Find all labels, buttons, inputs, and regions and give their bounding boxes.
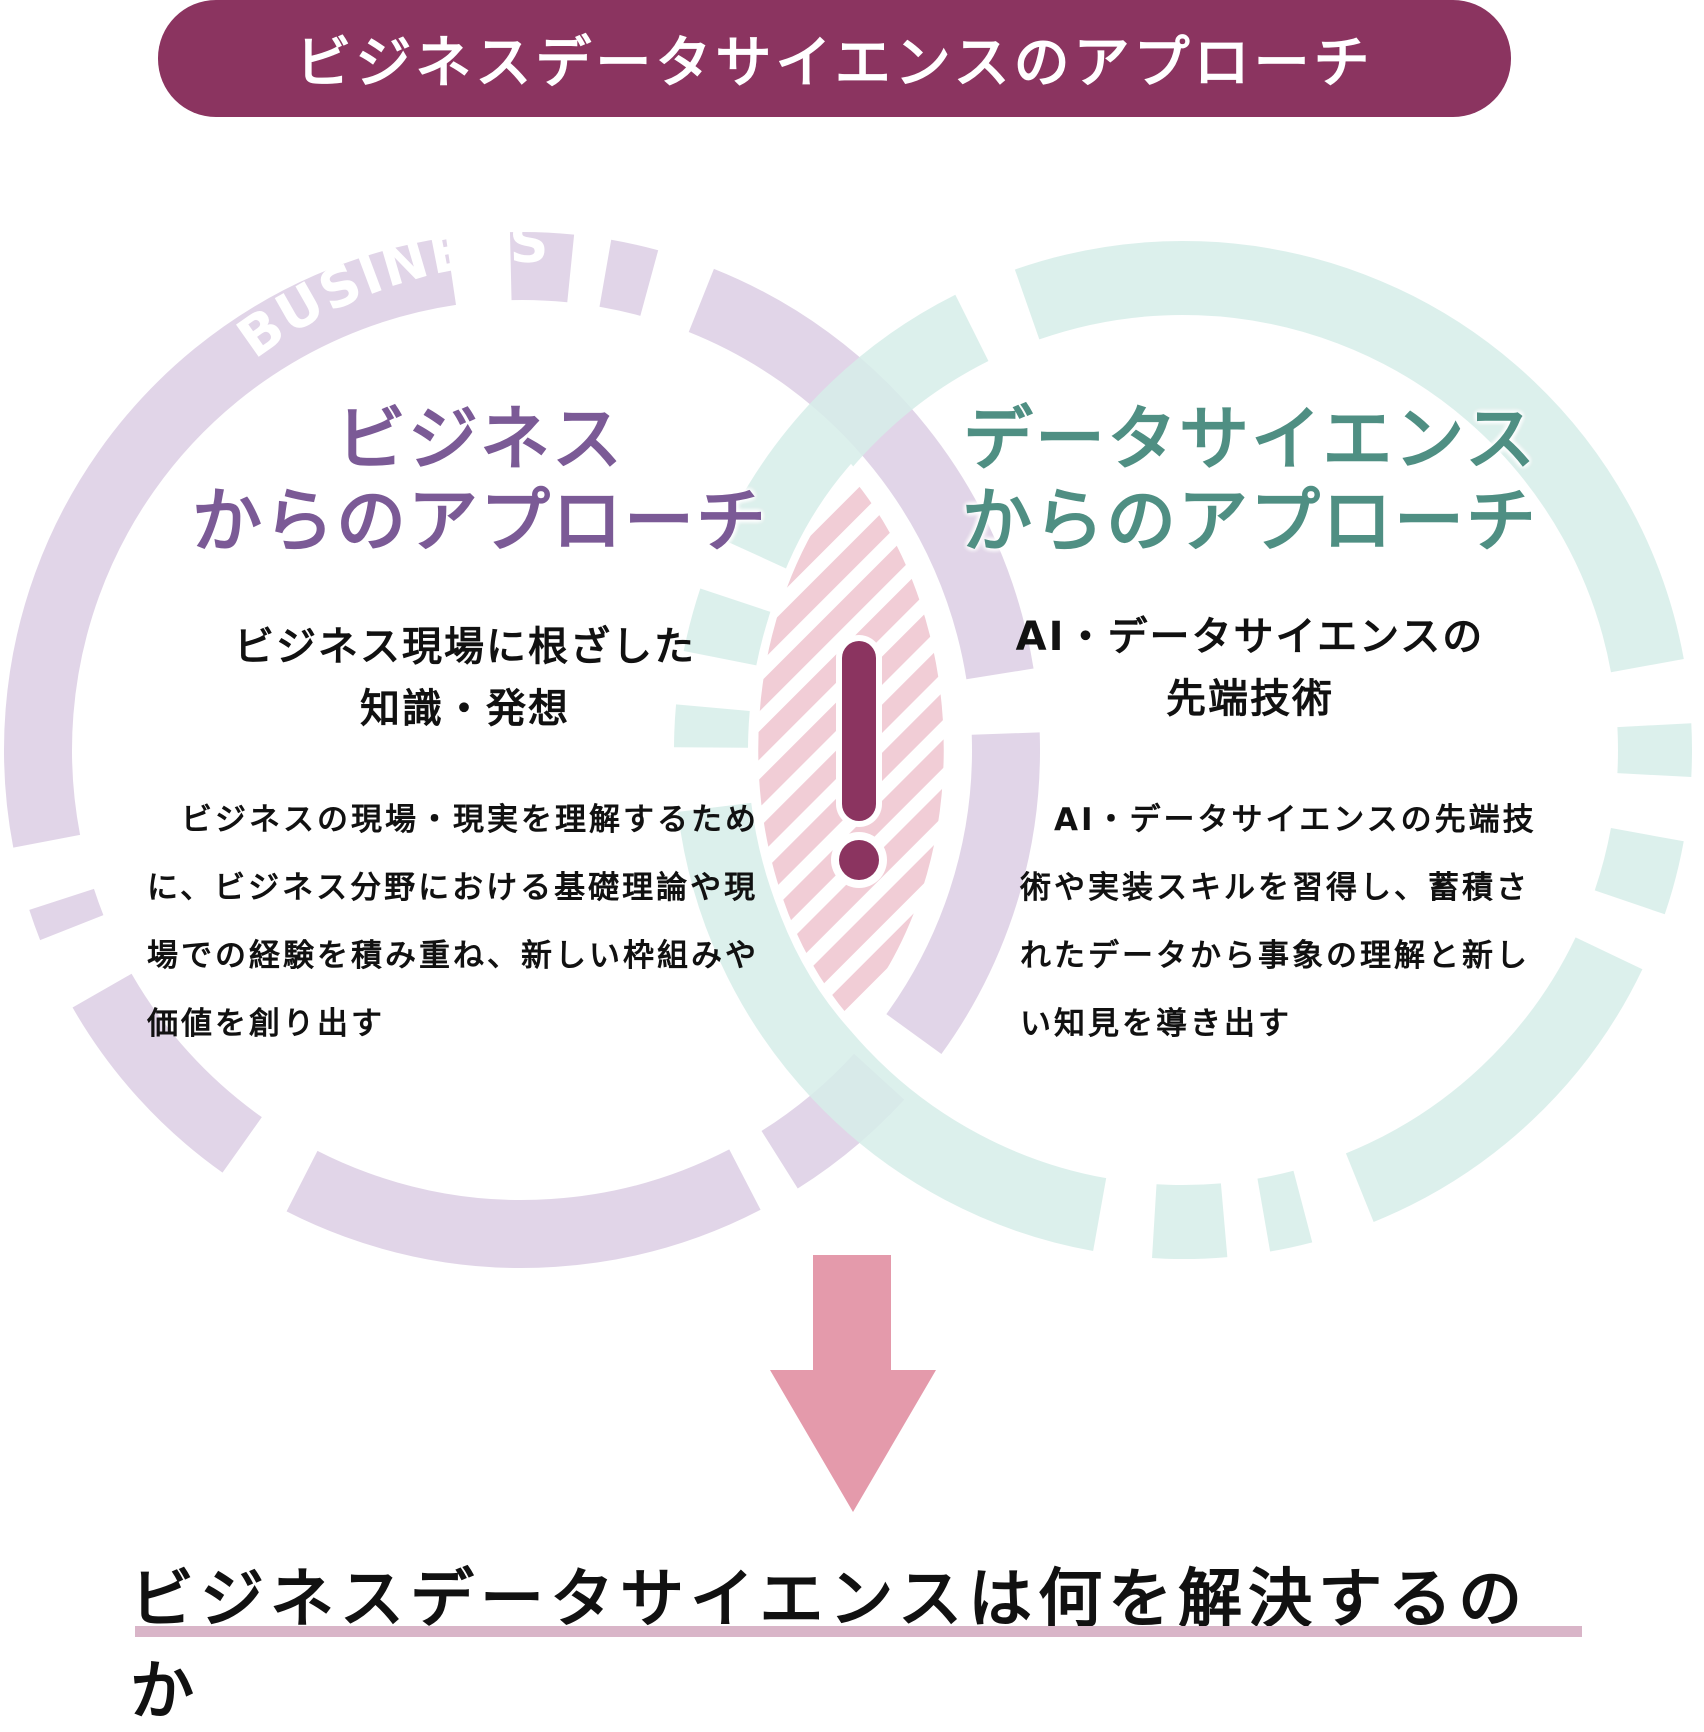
business-heading: ビジネス からのアプローチ	[160, 398, 800, 562]
business-heading-line1: ビジネス	[336, 398, 624, 480]
arrow-down-icon	[770, 1255, 936, 1512]
data-science-heading-line2: からのアプローチ	[962, 480, 1538, 562]
data-science-heading: データサイエンス からのアプローチ	[940, 398, 1560, 562]
business-subheading-line1: ビジネス現場に根ざした	[234, 624, 696, 670]
conclusion-text: ビジネスデータサイエンスは何を解決するのか	[130, 1563, 1529, 1729]
data-science-ring	[674, 240, 1692, 1259]
data-science-description: AI・データサイエンスの先端技術や実装スキルを習得し、蓄積されたデータから事象の…	[1020, 802, 1537, 1042]
data-science-subheading: AI・データサイエンスの 先端技術	[960, 606, 1540, 730]
conclusion-underline	[135, 1626, 1582, 1637]
business-heading-line2: からのアプローチ	[192, 480, 768, 562]
business-ring	[4, 232, 1040, 1268]
business-description: ビジネスの現場・現実を理解するために、ビジネス分野における基礎理論や現場での経験…	[147, 802, 759, 1042]
venn-diagram: BUSINESS	[4, 211, 1692, 1512]
business-subheading-line2: 知識・発想	[360, 686, 570, 732]
data-science-heading-line1: データサイエンス	[963, 398, 1537, 480]
data-science-subheading-line2: 先端技術	[1166, 676, 1334, 722]
page-title: ビジネスデータサイエンスのアプローチ	[158, 0, 1511, 117]
data-science-subheading-line1: AI・データサイエンスの	[1015, 614, 1485, 660]
business-ring-label: BUSINESS	[226, 211, 551, 370]
business-subheading: ビジネス現場に根ざした 知識・発想	[170, 616, 760, 740]
exclamation-icon	[831, 635, 887, 888]
